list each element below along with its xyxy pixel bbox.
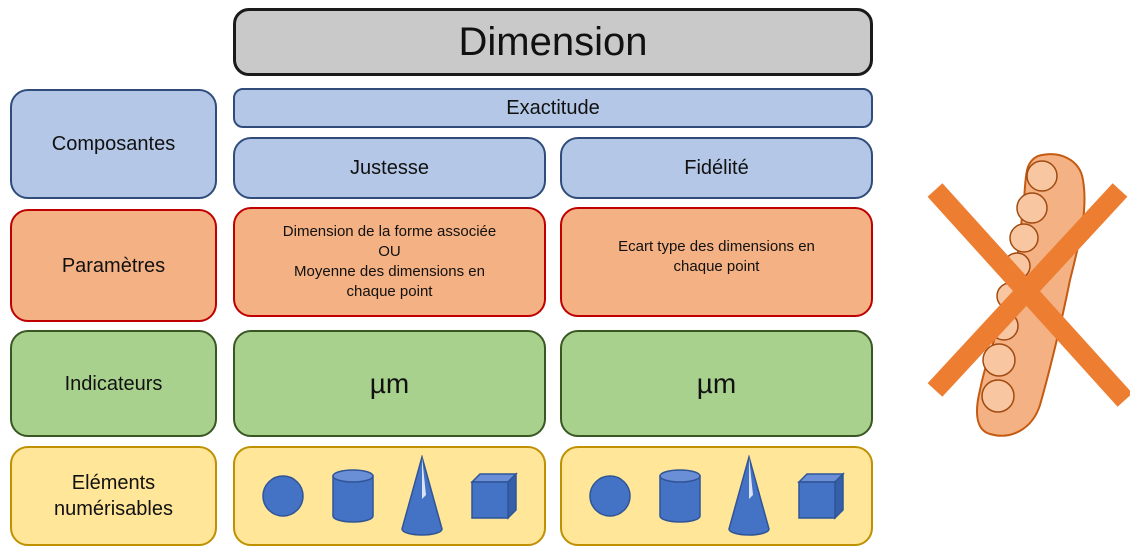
row-label-composantes: Composantes (10, 89, 217, 199)
exactitude-box: Exactitude (233, 88, 873, 128)
parameter-fidelite-line2: chaque point (673, 258, 760, 276)
parameter-fidelite: Ecart type des dimensions en chaque poin… (560, 207, 873, 317)
cone-icon (401, 455, 444, 536)
cone-icon (728, 455, 771, 536)
cross-icon (927, 183, 1130, 407)
crossed-out-dental-arch (927, 153, 1130, 437)
cube-icon (470, 472, 518, 520)
cylinder-icon (331, 469, 374, 523)
row-label-elements-line1: Eléments (71, 472, 156, 494)
shapes-fidelite (560, 446, 873, 546)
row-label-parametres: Paramètres (10, 209, 217, 322)
row-label-indicateurs: Indicateurs (10, 330, 217, 437)
column-header-fidelite: Fidélité (560, 137, 873, 199)
column-header-justesse: Justesse (233, 137, 546, 199)
cylinder-icon (658, 469, 701, 523)
parameter-justesse-line2: OU (378, 242, 401, 260)
parameter-fidelite-line1: Ecart type des dimensions en (618, 238, 815, 255)
parameter-justesse-line3: Moyenne des dimensions en (294, 263, 485, 280)
indicator-justesse: µm (233, 330, 546, 437)
parameter-justesse-line4: chaque point (346, 283, 433, 301)
diagram-title: Dimension (233, 8, 873, 76)
indicator-fidelite: µm (560, 330, 873, 437)
cube-icon (797, 472, 845, 520)
parameter-justesse-line1: Dimension de la forme associée (282, 222, 497, 240)
sphere-icon (262, 475, 304, 517)
parameter-justesse: Dimension de la forme associée OU Moyenn… (233, 207, 546, 317)
sphere-icon (589, 475, 631, 517)
row-label-elements-numerisables: Eléments numérisables (10, 446, 217, 546)
row-label-elements-line2: numérisables (54, 498, 173, 520)
shapes-justesse (233, 446, 546, 546)
